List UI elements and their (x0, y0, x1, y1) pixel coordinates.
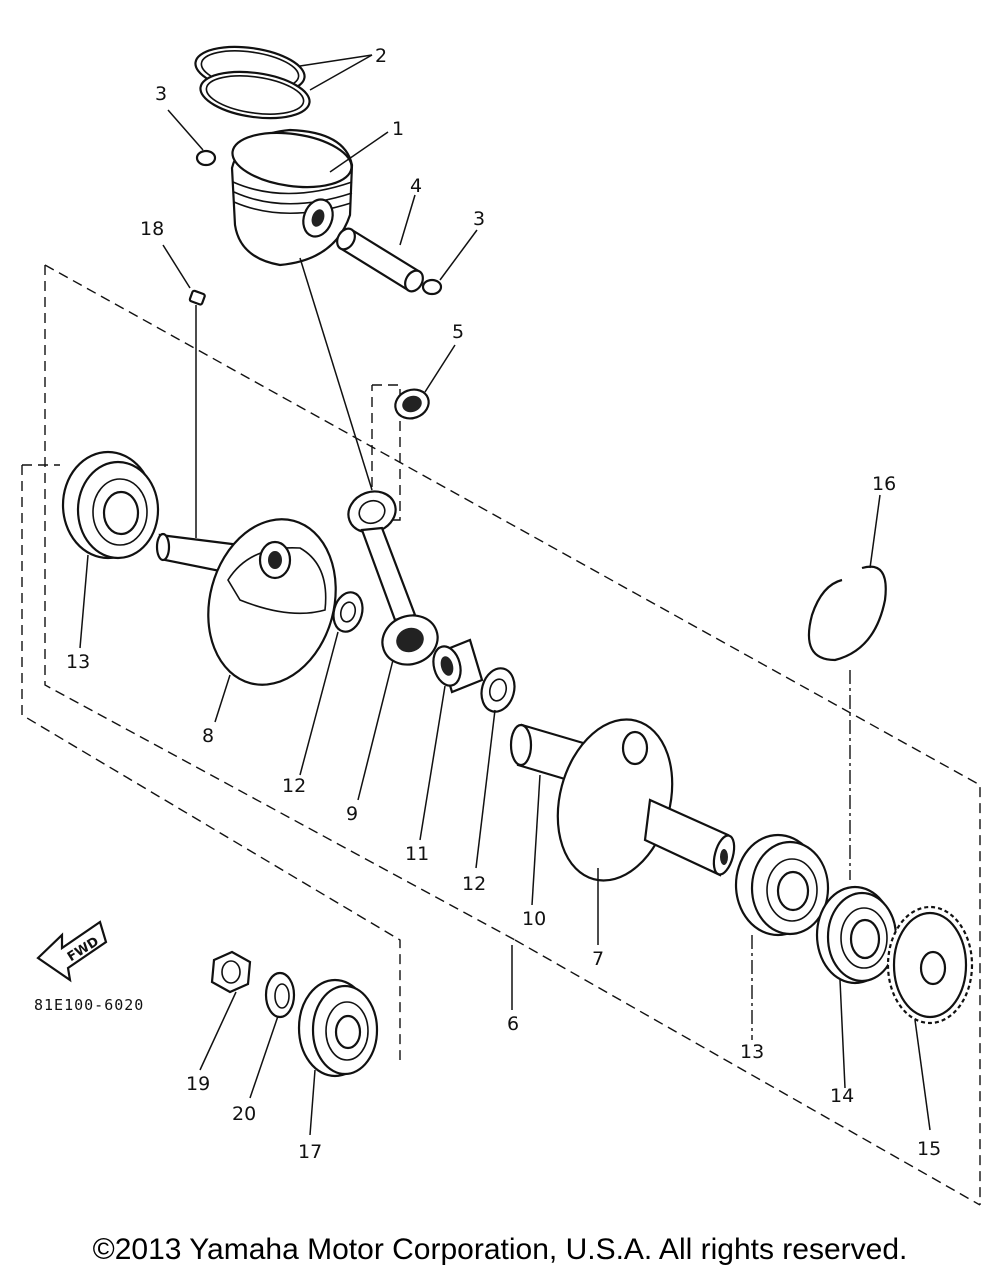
small-end-bearing (394, 388, 430, 420)
oil-seal-right (815, 885, 898, 985)
callout-17: 17 (298, 1141, 322, 1163)
callout-6: 6 (507, 1013, 519, 1035)
piston-rings (194, 45, 311, 120)
callout-2: 2 (375, 45, 387, 67)
callout-18: 18 (140, 218, 164, 240)
callout-10: 10 (522, 908, 546, 930)
crankshaft-assembly-boundary (21, 264, 981, 1206)
left-main-bearing (61, 450, 160, 560)
lock-washer (264, 971, 296, 1019)
callout-1: 1 (392, 118, 404, 140)
callout-13-left: 13 (66, 651, 90, 673)
copyright-notice: ©2013 Yamaha Motor Corporation, U.S.A. A… (92, 1233, 908, 1266)
piston-pin (336, 227, 424, 293)
callout-16: 16 (872, 473, 896, 495)
connecting-rod (347, 490, 439, 666)
piston-clip-right (421, 278, 443, 296)
callout-labels: 2 3 1 4 3 18 5 16 13 8 12 9 11 12 10 7 6… (66, 45, 941, 1163)
callout-12-right: 12 (462, 873, 486, 895)
callout-13-right: 13 (740, 1041, 764, 1063)
callout-9: 9 (346, 803, 358, 825)
big-end-bearing (432, 638, 484, 694)
left-crank-half (155, 518, 337, 686)
piston-clip-left (195, 149, 217, 167)
callout-5: 5 (452, 321, 464, 343)
callout-7: 7 (592, 948, 604, 970)
callout-15: 15 (917, 1138, 941, 1160)
thrust-washer-right (480, 667, 516, 713)
forward-direction-arrow: FWD (36, 920, 108, 983)
diagram-reference-code: 81E100-6020 (34, 996, 144, 1014)
callout-14: 14 (830, 1085, 854, 1107)
crank-gear (886, 905, 974, 1025)
leader-lines (79, 54, 931, 1136)
woodruff-key (188, 289, 206, 306)
piston (230, 128, 354, 267)
thrust-washer-left (332, 591, 364, 633)
callout-8: 8 (202, 725, 214, 747)
circlip (807, 565, 887, 662)
callout-19: 19 (186, 1073, 210, 1095)
callout-3-right: 3 (473, 208, 485, 230)
oil-seal-left (297, 978, 379, 1078)
callout-20: 20 (232, 1103, 256, 1125)
callout-3-left: 3 (155, 83, 167, 105)
callout-11: 11 (405, 843, 429, 865)
right-main-bearing (734, 833, 830, 937)
nut (210, 950, 252, 994)
right-crank-half (556, 718, 736, 882)
callout-4: 4 (410, 175, 422, 197)
callout-12-left: 12 (282, 775, 306, 797)
